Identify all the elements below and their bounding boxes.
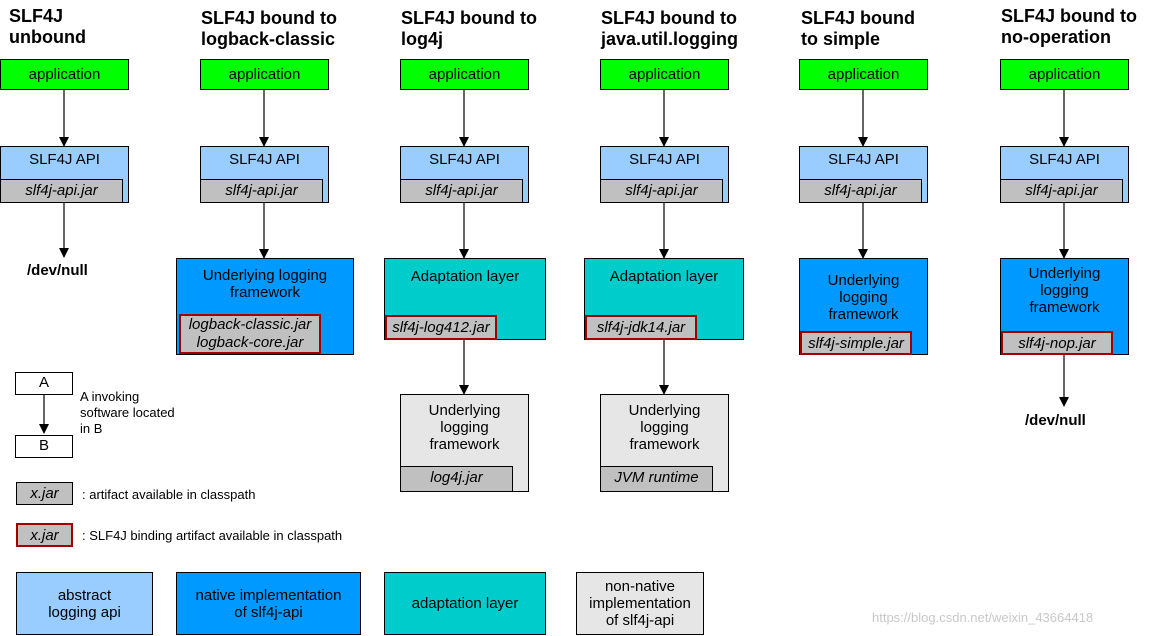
- framework-label: Underlying logging framework: [1028, 265, 1101, 316]
- slf4j-api-jar: slf4j-api.jar: [0, 179, 123, 203]
- slf4j-api-box: SLF4J API slf4j-api.jar: [799, 146, 928, 203]
- slf4j-api-label: SLF4J API: [429, 151, 500, 168]
- key-abstract-logging-api: abstract logging api: [16, 572, 153, 635]
- legend-box-b: B: [15, 435, 73, 458]
- key-native-implementation: native implementation of slf4j-api: [176, 572, 361, 635]
- slf4j-api-box: SLF4J API slf4j-api.jar: [400, 146, 529, 203]
- legend-invoke-description: A invoking software located in B: [80, 389, 175, 436]
- legend-binding-jar-sample: x.jar: [16, 523, 73, 547]
- slf4j-api-label: SLF4J API: [828, 151, 899, 168]
- slf4j-api-label: SLF4J API: [1029, 151, 1100, 168]
- column-title-log4j: SLF4J bound to log4j: [401, 8, 537, 49]
- underlying-label: Underlying logging framework: [428, 402, 501, 453]
- dev-null-label: /dev/null: [1025, 412, 1086, 429]
- slf4j-api-box: SLF4J API slf4j-api.jar: [600, 146, 729, 203]
- slf4j-log412-jar: slf4j-log412.jar: [385, 315, 497, 340]
- column-title-simple: SLF4J bound to simple: [801, 8, 915, 49]
- log4j-jar: log4j.jar: [400, 466, 513, 492]
- application-box: application: [400, 59, 529, 90]
- adaptation-layer-box: Adaptation layer slf4j-jdk14.jar: [584, 258, 744, 340]
- slf4j-api-box: SLF4J API slf4j-api.jar: [1000, 146, 1129, 203]
- slf4j-api-jar: slf4j-api.jar: [400, 179, 523, 203]
- slf4j-api-jar: slf4j-api.jar: [600, 179, 723, 203]
- framework-label: Underlying logging framework: [827, 272, 900, 323]
- slf4j-api-jar: slf4j-api.jar: [799, 179, 922, 203]
- legend-binding-jar-description: : SLF4J binding artifact available in cl…: [82, 528, 343, 543]
- framework-label: Underlying logging framework: [202, 267, 328, 301]
- adaptation-layer-box: Adaptation layer slf4j-log412.jar: [384, 258, 546, 340]
- slf4j-simple-jar: slf4j-simple.jar: [800, 331, 912, 355]
- dev-null-label: /dev/null: [27, 262, 88, 279]
- application-box: application: [1000, 59, 1129, 90]
- column-title-unbound: SLF4J unbound: [9, 6, 86, 47]
- column-title-logback: SLF4J bound to logback-classic: [201, 8, 337, 49]
- column-title-nop: SLF4J bound to no-operation: [1001, 6, 1137, 47]
- native-framework-box: Underlying logging framework slf4j-simpl…: [799, 258, 928, 355]
- slf4j-jdk14-jar: slf4j-jdk14.jar: [585, 315, 697, 340]
- legend-jar-description: : artifact available in classpath: [82, 487, 256, 502]
- watermark: https://blog.csdn.net/weixin_43664418: [872, 610, 1094, 625]
- application-box: application: [799, 59, 928, 90]
- native-framework-box: Underlying logging framework slf4j-nop.j…: [1000, 258, 1129, 355]
- application-box: application: [600, 59, 729, 90]
- application-box: application: [200, 59, 329, 90]
- column-title-jul: SLF4J bound to java.util.logging: [601, 8, 739, 49]
- slf4j-api-label: SLF4J API: [29, 151, 100, 168]
- logback-binding-jar: logback-classic.jar logback-core.jar: [179, 314, 321, 354]
- slf4j-nop-jar: slf4j-nop.jar: [1001, 331, 1113, 355]
- slf4j-api-label: SLF4J API: [229, 151, 300, 168]
- non-native-framework-box: Underlying logging framework JVM runtime: [600, 394, 729, 492]
- slf4j-api-box: SLF4J API slf4j-api.jar: [200, 146, 329, 203]
- slf4j-api-box: SLF4J API slf4j-api.jar: [0, 146, 129, 203]
- key-non-native-implementation: non-native implementation of slf4j-api: [576, 572, 704, 635]
- non-native-framework-box: Underlying logging framework log4j.jar: [400, 394, 529, 492]
- key-adaptation-layer: adaptation layer: [384, 572, 546, 635]
- slf4j-api-jar: slf4j-api.jar: [1000, 179, 1123, 203]
- adaptation-label: Adaptation layer: [609, 268, 719, 285]
- native-framework-box: Underlying logging framework logback-cla…: [176, 258, 354, 355]
- legend-box-a: A: [15, 372, 73, 395]
- jvm-runtime-jar: JVM runtime: [600, 466, 713, 492]
- application-box: application: [0, 59, 129, 90]
- legend-jar-sample: x.jar: [16, 482, 73, 505]
- adaptation-label: Adaptation layer: [410, 268, 520, 285]
- underlying-label: Underlying logging framework: [628, 402, 701, 453]
- slf4j-api-label: SLF4J API: [629, 151, 700, 168]
- slf4j-api-jar: slf4j-api.jar: [200, 179, 323, 203]
